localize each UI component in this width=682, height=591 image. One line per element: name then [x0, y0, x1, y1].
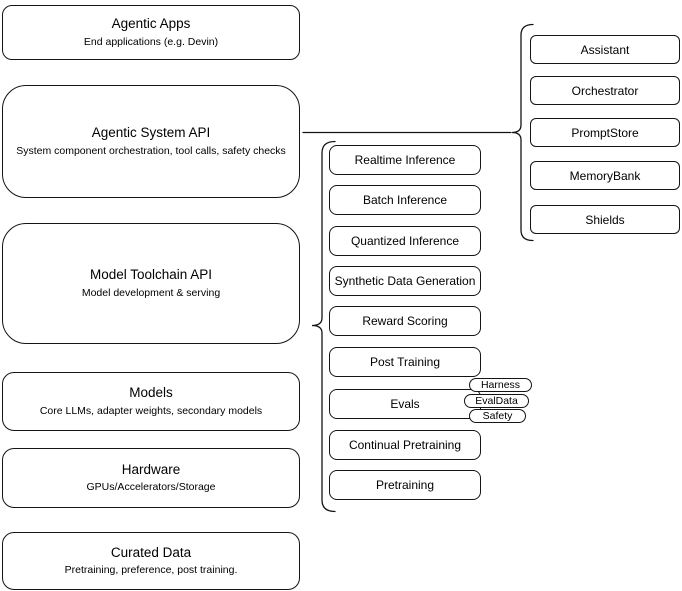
node-pretraining: Pretraining	[329, 470, 481, 500]
node-label: Realtime Inference	[354, 153, 456, 167]
node-reward-scoring: Reward Scoring	[329, 306, 481, 336]
node-agentic-system-api: Agentic System API System component orch…	[2, 85, 300, 198]
node-models: Models Core LLMs, adapter weights, secon…	[2, 372, 300, 431]
tag-label: Safety	[482, 410, 513, 422]
node-label: Continual Pretraining	[348, 438, 462, 452]
node-label: Synthetic Data Generation	[334, 274, 476, 288]
node-label: PromptStore	[571, 125, 639, 140]
tag-label: EvalData	[475, 395, 518, 407]
node-synthetic-data-generation: Synthetic Data Generation	[329, 266, 481, 296]
node-subtitle: System component orchestration, tool cal…	[16, 144, 286, 157]
node-subtitle: Model development & serving	[81, 286, 221, 299]
node-assistant: Assistant	[530, 35, 680, 64]
node-title: Hardware	[121, 461, 181, 477]
node-hardware: Hardware GPUs/Accelerators/Storage	[2, 448, 300, 508]
node-orchestrator: Orchestrator	[530, 76, 680, 105]
node-label: Quantized Inference	[350, 234, 460, 248]
node-label: Post Training	[369, 355, 441, 369]
tag-harness: Harness	[469, 378, 532, 392]
tag-label: Harness	[480, 379, 521, 391]
node-label: Batch Inference	[362, 193, 448, 207]
node-title: Model Toolchain API	[89, 267, 213, 283]
tag-evaldata: EvalData	[464, 394, 529, 408]
node-model-toolchain-api: Model Toolchain API Model development & …	[2, 223, 300, 344]
node-batch-inference: Batch Inference	[329, 185, 481, 215]
node-label: Pretraining	[375, 478, 435, 492]
node-label: MemoryBank	[569, 168, 641, 183]
node-label: Reward Scoring	[362, 314, 448, 328]
tag-safety: Safety	[469, 409, 526, 423]
node-subtitle: Pretraining, preference, post training.	[64, 564, 238, 577]
node-label: Orchestrator	[571, 83, 639, 98]
node-memorybank: MemoryBank	[530, 161, 680, 190]
node-label: Shields	[585, 212, 625, 227]
node-title: Agentic System API	[91, 125, 211, 141]
node-realtime-inference: Realtime Inference	[329, 145, 481, 175]
node-evals: Evals	[329, 389, 481, 419]
node-quantized-inference: Quantized Inference	[329, 226, 481, 256]
node-agentic-apps: Agentic Apps End applications (e.g. Devi…	[2, 5, 300, 60]
node-promptstore: PromptStore	[530, 118, 680, 147]
node-title: Curated Data	[110, 544, 192, 560]
node-title: Models	[129, 385, 173, 401]
node-continual-pretraining: Continual Pretraining	[329, 430, 481, 460]
node-shields: Shields	[530, 205, 680, 234]
node-subtitle: Core LLMs, adapter weights, secondary mo…	[39, 404, 263, 417]
node-label: Evals	[390, 397, 420, 411]
node-subtitle: GPUs/Accelerators/Storage	[86, 481, 216, 494]
node-title: Agentic Apps	[111, 16, 191, 32]
node-curated-data: Curated Data Pretraining, preference, po…	[2, 532, 300, 590]
node-label: Assistant	[580, 42, 630, 57]
node-subtitle: End applications (e.g. Devin)	[83, 35, 219, 48]
node-post-training: Post Training	[329, 347, 481, 377]
